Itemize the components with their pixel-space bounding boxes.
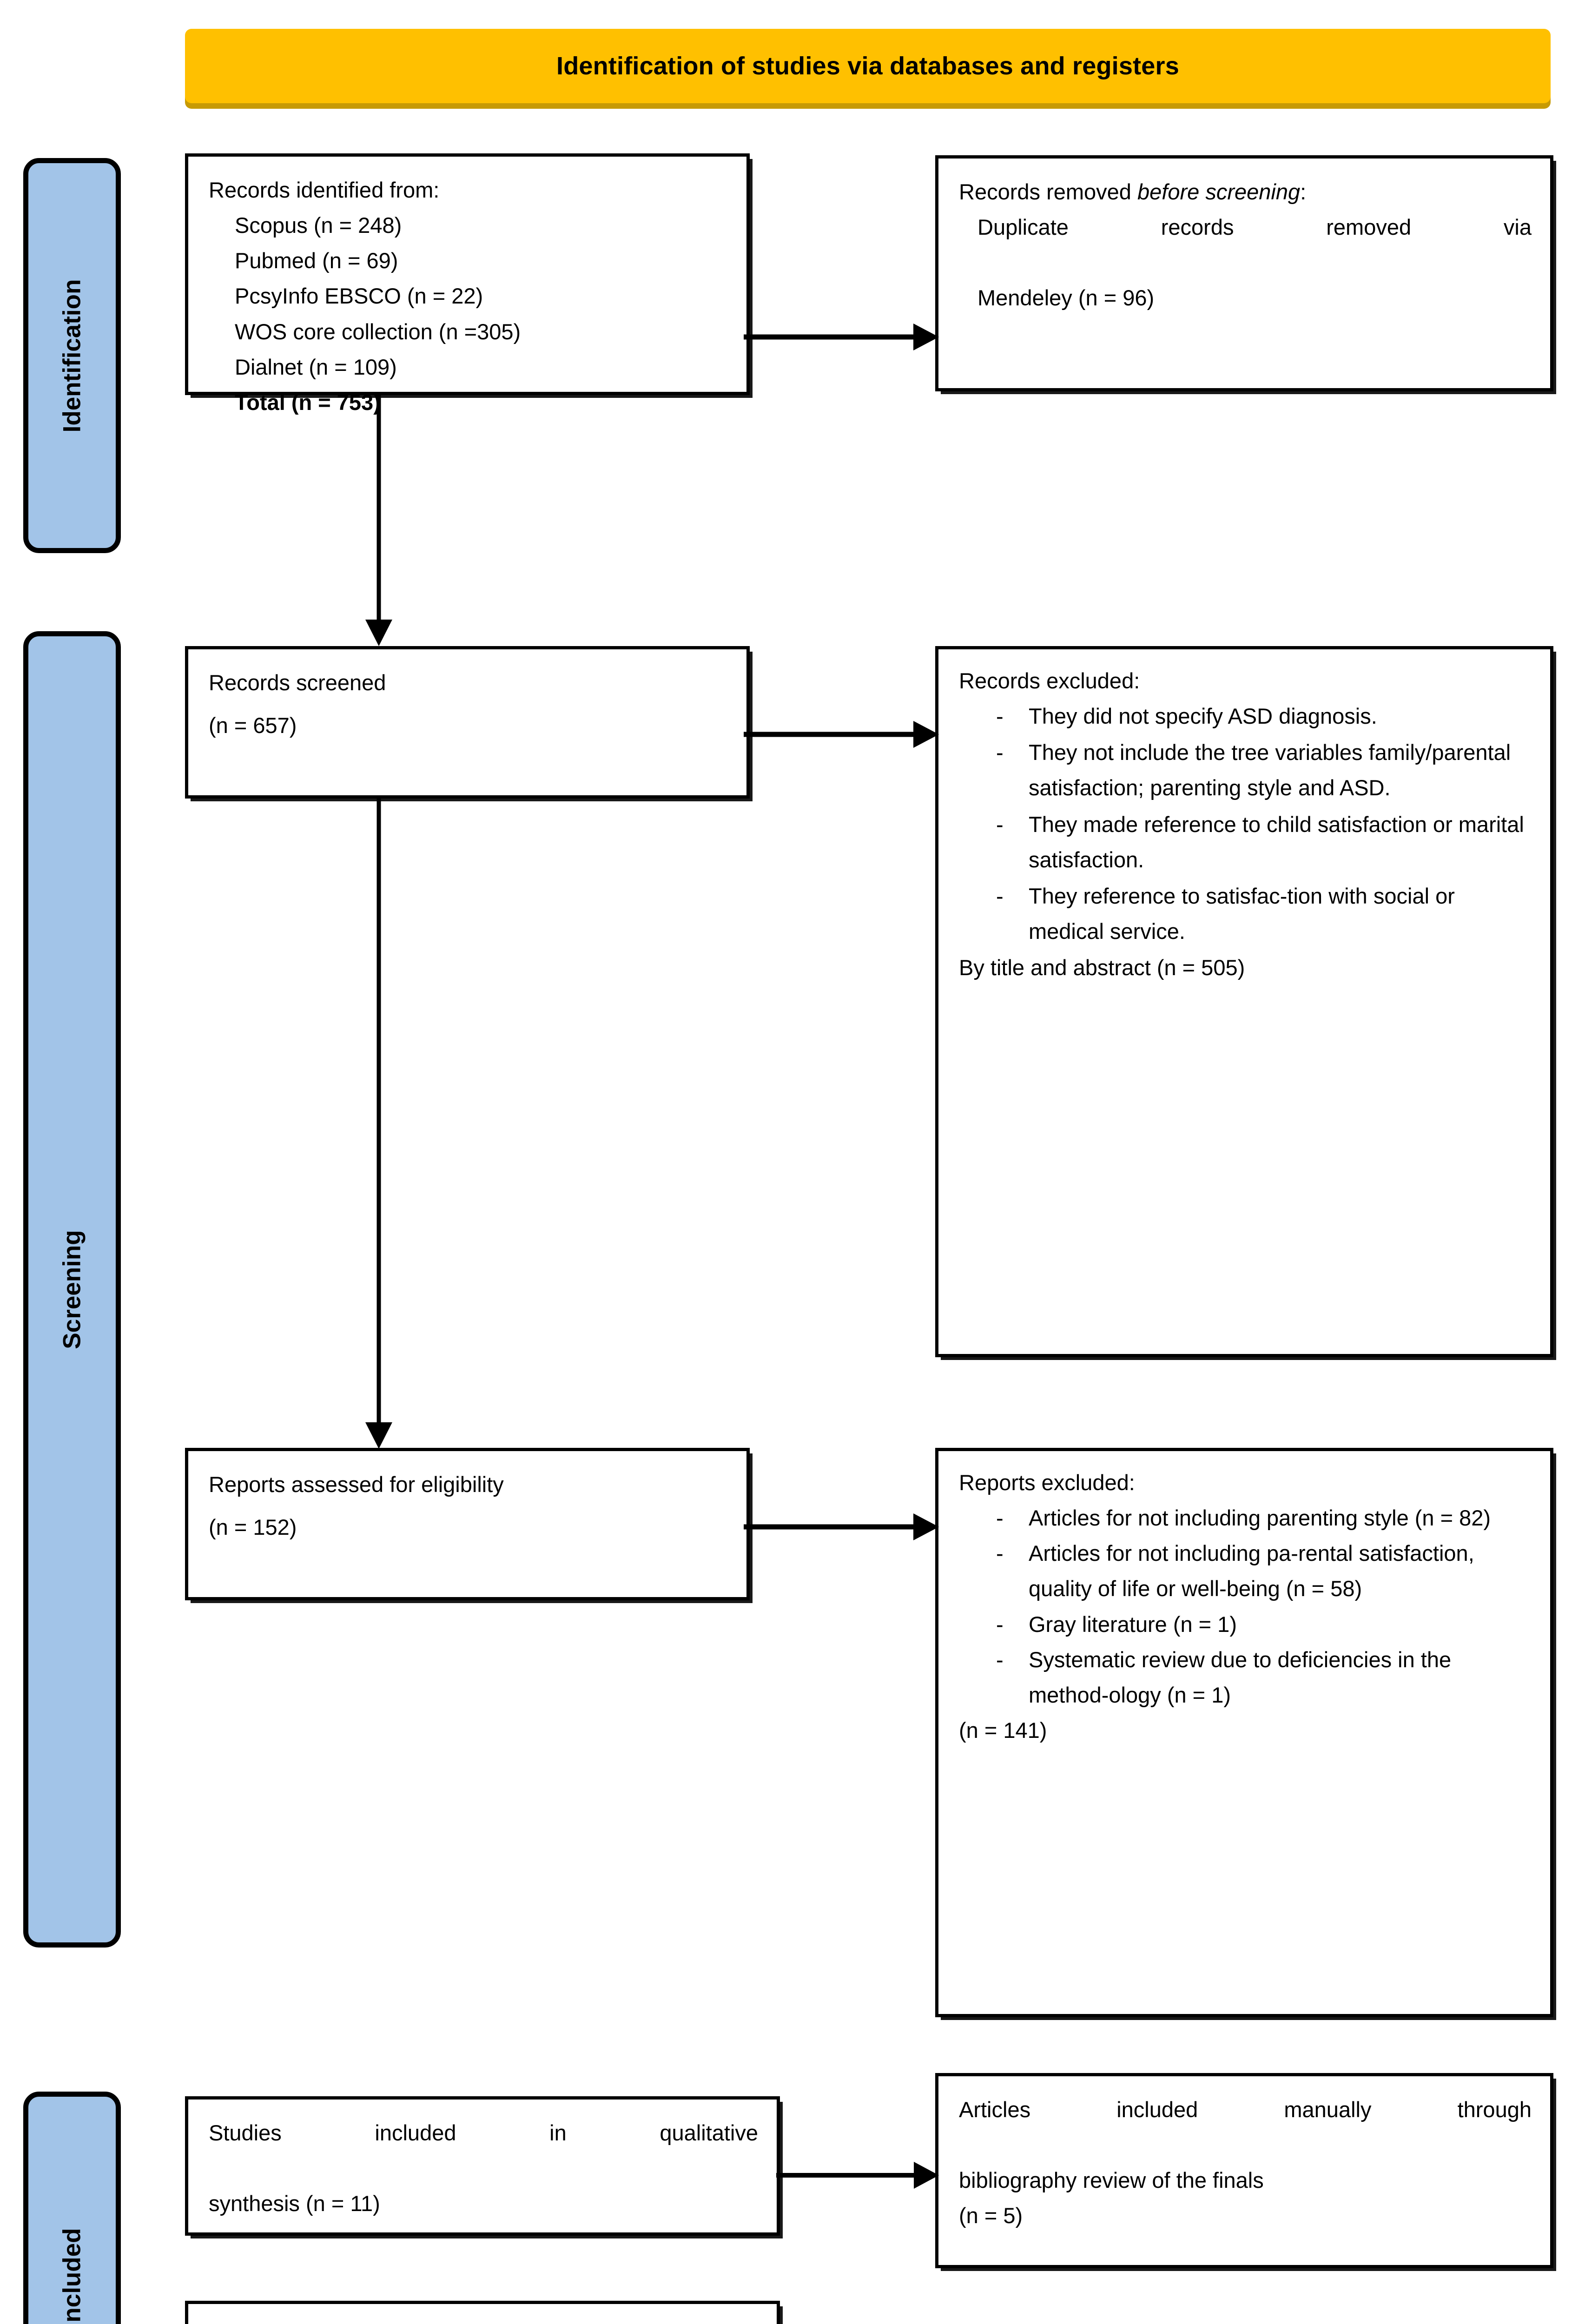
reports-excluded-list: - Articles for not including parenting s… <box>959 1500 1532 1713</box>
records-excluded-item-1: They did not specify ASD diagnosis. <box>1029 704 1377 729</box>
source-dialnet: Dialnet (n = 109) <box>235 354 397 379</box>
list-item: - Systematic review due to deficiencies … <box>959 1642 1532 1713</box>
reports-excluded-heading: Reports excluded: <box>959 1470 1135 1495</box>
arrow-screened-to-assessed <box>358 796 400 1451</box>
list-item: - They reference to satisfac-tion with s… <box>959 878 1532 949</box>
box-articles-included-manually: Articles included manually through bibli… <box>935 2073 1553 2268</box>
stage-label-included-text: Included <box>58 2228 86 2324</box>
bullet-marker: - <box>996 812 1004 837</box>
duplicates-line-1: Duplicate records removed via <box>977 215 1532 240</box>
arrow-assessed-to-reports-excluded <box>744 1511 941 1543</box>
records-removed-heading-italic: before screening <box>1137 179 1301 204</box>
bullet-marker: - <box>996 1541 1004 1566</box>
box-records-identified: Records identified from: Scopus (n = 248… <box>185 153 750 415</box>
records-excluded-item-4: They reference to satisfac-tion with soc… <box>1029 883 1455 944</box>
list-item: - Articles for not including pa-rental s… <box>959 1536 1532 1606</box>
identification-banner: Identification of studies via databases … <box>185 29 1551 103</box>
bullet-marker: - <box>996 1647 1004 1672</box>
list-item: - Gray literature (n = 1) <box>959 1607 1532 1642</box>
bullet-marker: - <box>996 1611 1004 1637</box>
box-records-screened: Records screened (n = 657) <box>185 646 750 799</box>
records-screened-count: (n = 657) <box>209 713 297 738</box>
records-removed-heading-colon: : <box>1300 179 1307 204</box>
records-excluded-item-2: They not include the tree variables fami… <box>1029 740 1511 800</box>
records-removed-heading: Records removed before screening: <box>959 174 1532 210</box>
bullet-marker: - <box>996 704 1004 729</box>
stage-label-screening: Screening <box>23 631 121 1948</box>
qual-synth-line-2: synthesis (n = 11) <box>209 2191 380 2216</box>
records-excluded-item-3: They made reference to child satisfactio… <box>1029 812 1524 872</box>
list-item: - They not include the tree variables fa… <box>959 735 1532 805</box>
list-item: - They made reference to child satisfact… <box>959 807 1532 878</box>
box-records-excluded: Records excluded: - They did not specify… <box>935 646 1553 1357</box>
stage-label-included: Included <box>23 2092 121 2324</box>
box-final-studies-included: Final studies included in qualitative sy… <box>185 2301 780 2324</box>
records-excluded-footer: By title and abstract (n = 505) <box>959 955 1245 980</box>
records-removed-heading-plain: Records removed <box>959 179 1137 204</box>
duplicates-line-2: Mendeley (n = 96) <box>977 285 1155 310</box>
box-records-removed: Records removed before screening: Duplic… <box>935 155 1553 391</box>
arrow-qualsynth-to-manual <box>776 2159 941 2192</box>
list-item: - They did not specify ASD diagnosis. <box>959 699 1532 734</box>
qual-synth-line-1: Studies included in qualitative <box>209 2120 758 2145</box>
arrow-identified-to-screened <box>358 393 400 648</box>
reports-excluded-item-2: Articles for not including pa-rental sat… <box>1029 1541 1474 1601</box>
box-studies-qualitative-synthesis: Studies included in qualitative synthesi… <box>185 2096 780 2236</box>
records-screened-label: Records screened <box>209 670 386 695</box>
arrow-screened-to-records-excluded <box>744 718 941 751</box>
final-synth-line-1: Final studies included in <box>209 2320 758 2324</box>
records-excluded-heading: Records excluded: <box>959 668 1140 693</box>
reports-excluded-item-3: Gray literature (n = 1) <box>1029 1611 1237 1637</box>
records-excluded-list: - They did not specify ASD diagnosis. - … <box>959 699 1532 949</box>
manual-line-2: bibliography review of the finals <box>959 2168 1264 2193</box>
manual-line-3: (n = 5) <box>959 2203 1023 2228</box>
stage-label-identification-text: Identification <box>58 279 86 432</box>
source-scopus: Scopus (n = 248) <box>235 213 402 238</box>
box-reports-assessed: Reports assessed for eligibility (n = 15… <box>185 1448 750 1600</box>
reports-excluded-footer: (n = 141) <box>959 1717 1047 1743</box>
reports-assessed-label: Reports assessed for eligibility <box>209 1472 504 1497</box>
bullet-marker: - <box>996 883 1004 908</box>
manual-line-1: Articles included manually through <box>959 2097 1532 2122</box>
stage-label-identification: Identification <box>23 158 121 553</box>
stage-label-screening-text: Screening <box>58 1229 86 1349</box>
list-item: - Articles for not including parenting s… <box>959 1500 1532 1536</box>
records-identified-heading: Records identified from: <box>209 178 440 202</box>
source-wos: WOS core collection (n =305) <box>235 319 521 344</box>
source-psycinfo-ebsco: PcsyInfo EBSCO (n = 22) <box>235 284 483 309</box>
bullet-marker: - <box>996 1505 1004 1531</box>
reports-excluded-item-4: Systematic review due to deficiencies in… <box>1029 1647 1452 1707</box>
box-reports-excluded: Reports excluded: - Articles for not inc… <box>935 1448 1553 2017</box>
source-pubmed: Pubmed (n = 69) <box>235 248 398 273</box>
arrow-identified-to-removed <box>744 321 941 353</box>
source-total: Total (n = 753) <box>235 390 381 415</box>
reports-excluded-item-1: Articles for not including parenting sty… <box>1029 1505 1491 1531</box>
banner-title: Identification of studies via databases … <box>556 52 1179 80</box>
reports-assessed-count: (n = 152) <box>209 1515 297 1540</box>
bullet-marker: - <box>996 740 1004 765</box>
